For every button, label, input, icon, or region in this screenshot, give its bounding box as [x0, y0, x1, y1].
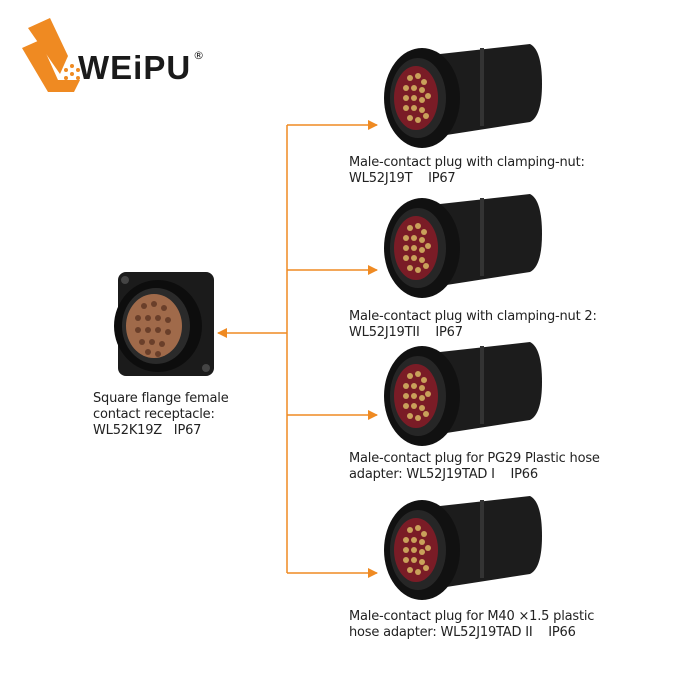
plug-2-label: Male-contact plug with clamping-nut 2: W… [349, 309, 597, 341]
receptacle-label-line2: contact receptacle: [93, 407, 215, 422]
plug-1-label-line2: WL52J19T IP67 [349, 171, 456, 186]
plug-4-label: Male-contact plug for M40 ×1.5 plastic h… [349, 609, 594, 641]
weipu-logo-icon [22, 18, 80, 92]
receptacle-label-line1: Square flange female [93, 391, 229, 406]
plug-4-label-line1: Male-contact plug for M40 ×1.5 plastic [349, 609, 595, 624]
plug-1-label: Male-contact plug with clamping-nut: WL5… [349, 155, 585, 187]
receptacle-image [114, 272, 214, 376]
plug-1-label-line1: Male-contact plug with clamping-nut: [349, 155, 585, 170]
registered-mark: ® [193, 49, 205, 62]
brand-name: WEiPU [78, 49, 192, 86]
plug-2-label-line2: WL52J19TII IP67 [349, 325, 463, 340]
plug-3-label-line2: adapter: WL52J19TAD I IP66 [349, 467, 538, 482]
plug-2-label-line1: Male-contact plug with clamping-nut 2: [349, 309, 597, 324]
plug-3-label: Male-contact plug for PG29 Plastic hose … [349, 451, 600, 483]
receptacle-label: Square flange female contact receptacle:… [93, 391, 229, 439]
plug-4-image [384, 496, 542, 600]
plug-2-image [384, 194, 542, 298]
receptacle-label-line3: WL52K19Z IP67 [93, 423, 202, 438]
plug-3-image [384, 342, 542, 446]
plug-1-image [384, 44, 542, 148]
plug-4-label-line2: hose adapter: WL52J19TAD II IP66 [349, 625, 576, 640]
plug-3-label-line1: Male-contact plug for PG29 Plastic hose [349, 451, 600, 466]
brand: WEiPU® [78, 50, 204, 86]
